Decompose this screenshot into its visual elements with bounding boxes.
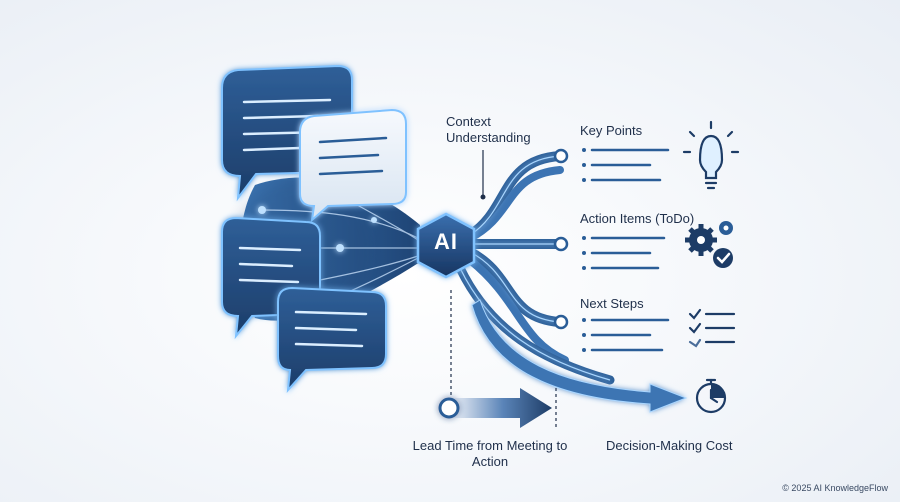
checklist-icon <box>688 308 736 348</box>
stopwatch-icon <box>695 378 727 414</box>
decision-cost-arrow <box>471 299 688 413</box>
checkmark-icon <box>713 248 733 268</box>
action-items-list <box>582 236 666 270</box>
lightbulb-icon <box>682 120 740 190</box>
copyright-notice: © 2025 AI KnowledgeFlow <box>782 483 888 493</box>
ai-hub-label: AI <box>434 229 458 254</box>
ai-hub <box>416 212 476 279</box>
next-steps-label: Next Steps <box>580 296 644 311</box>
action-items-label: Action Items (ToDo) <box>580 211 695 226</box>
output-nodes <box>553 148 569 330</box>
output-glow-lines <box>459 155 611 381</box>
lead-time-label: Lead Time from Meeting to Action <box>412 438 568 469</box>
next-steps-list <box>582 318 670 352</box>
chat-bubble-icon <box>277 286 387 393</box>
key-points-label: Key Points <box>580 123 643 138</box>
lead-time-arrow <box>438 388 552 428</box>
gears-icon <box>685 221 733 256</box>
context-understanding-label: Context Understanding <box>446 114 531 145</box>
key-points-list <box>582 148 670 182</box>
chat-bubble-icon <box>299 108 407 223</box>
decision-cost-label: Decision-Making Cost <box>606 438 733 453</box>
